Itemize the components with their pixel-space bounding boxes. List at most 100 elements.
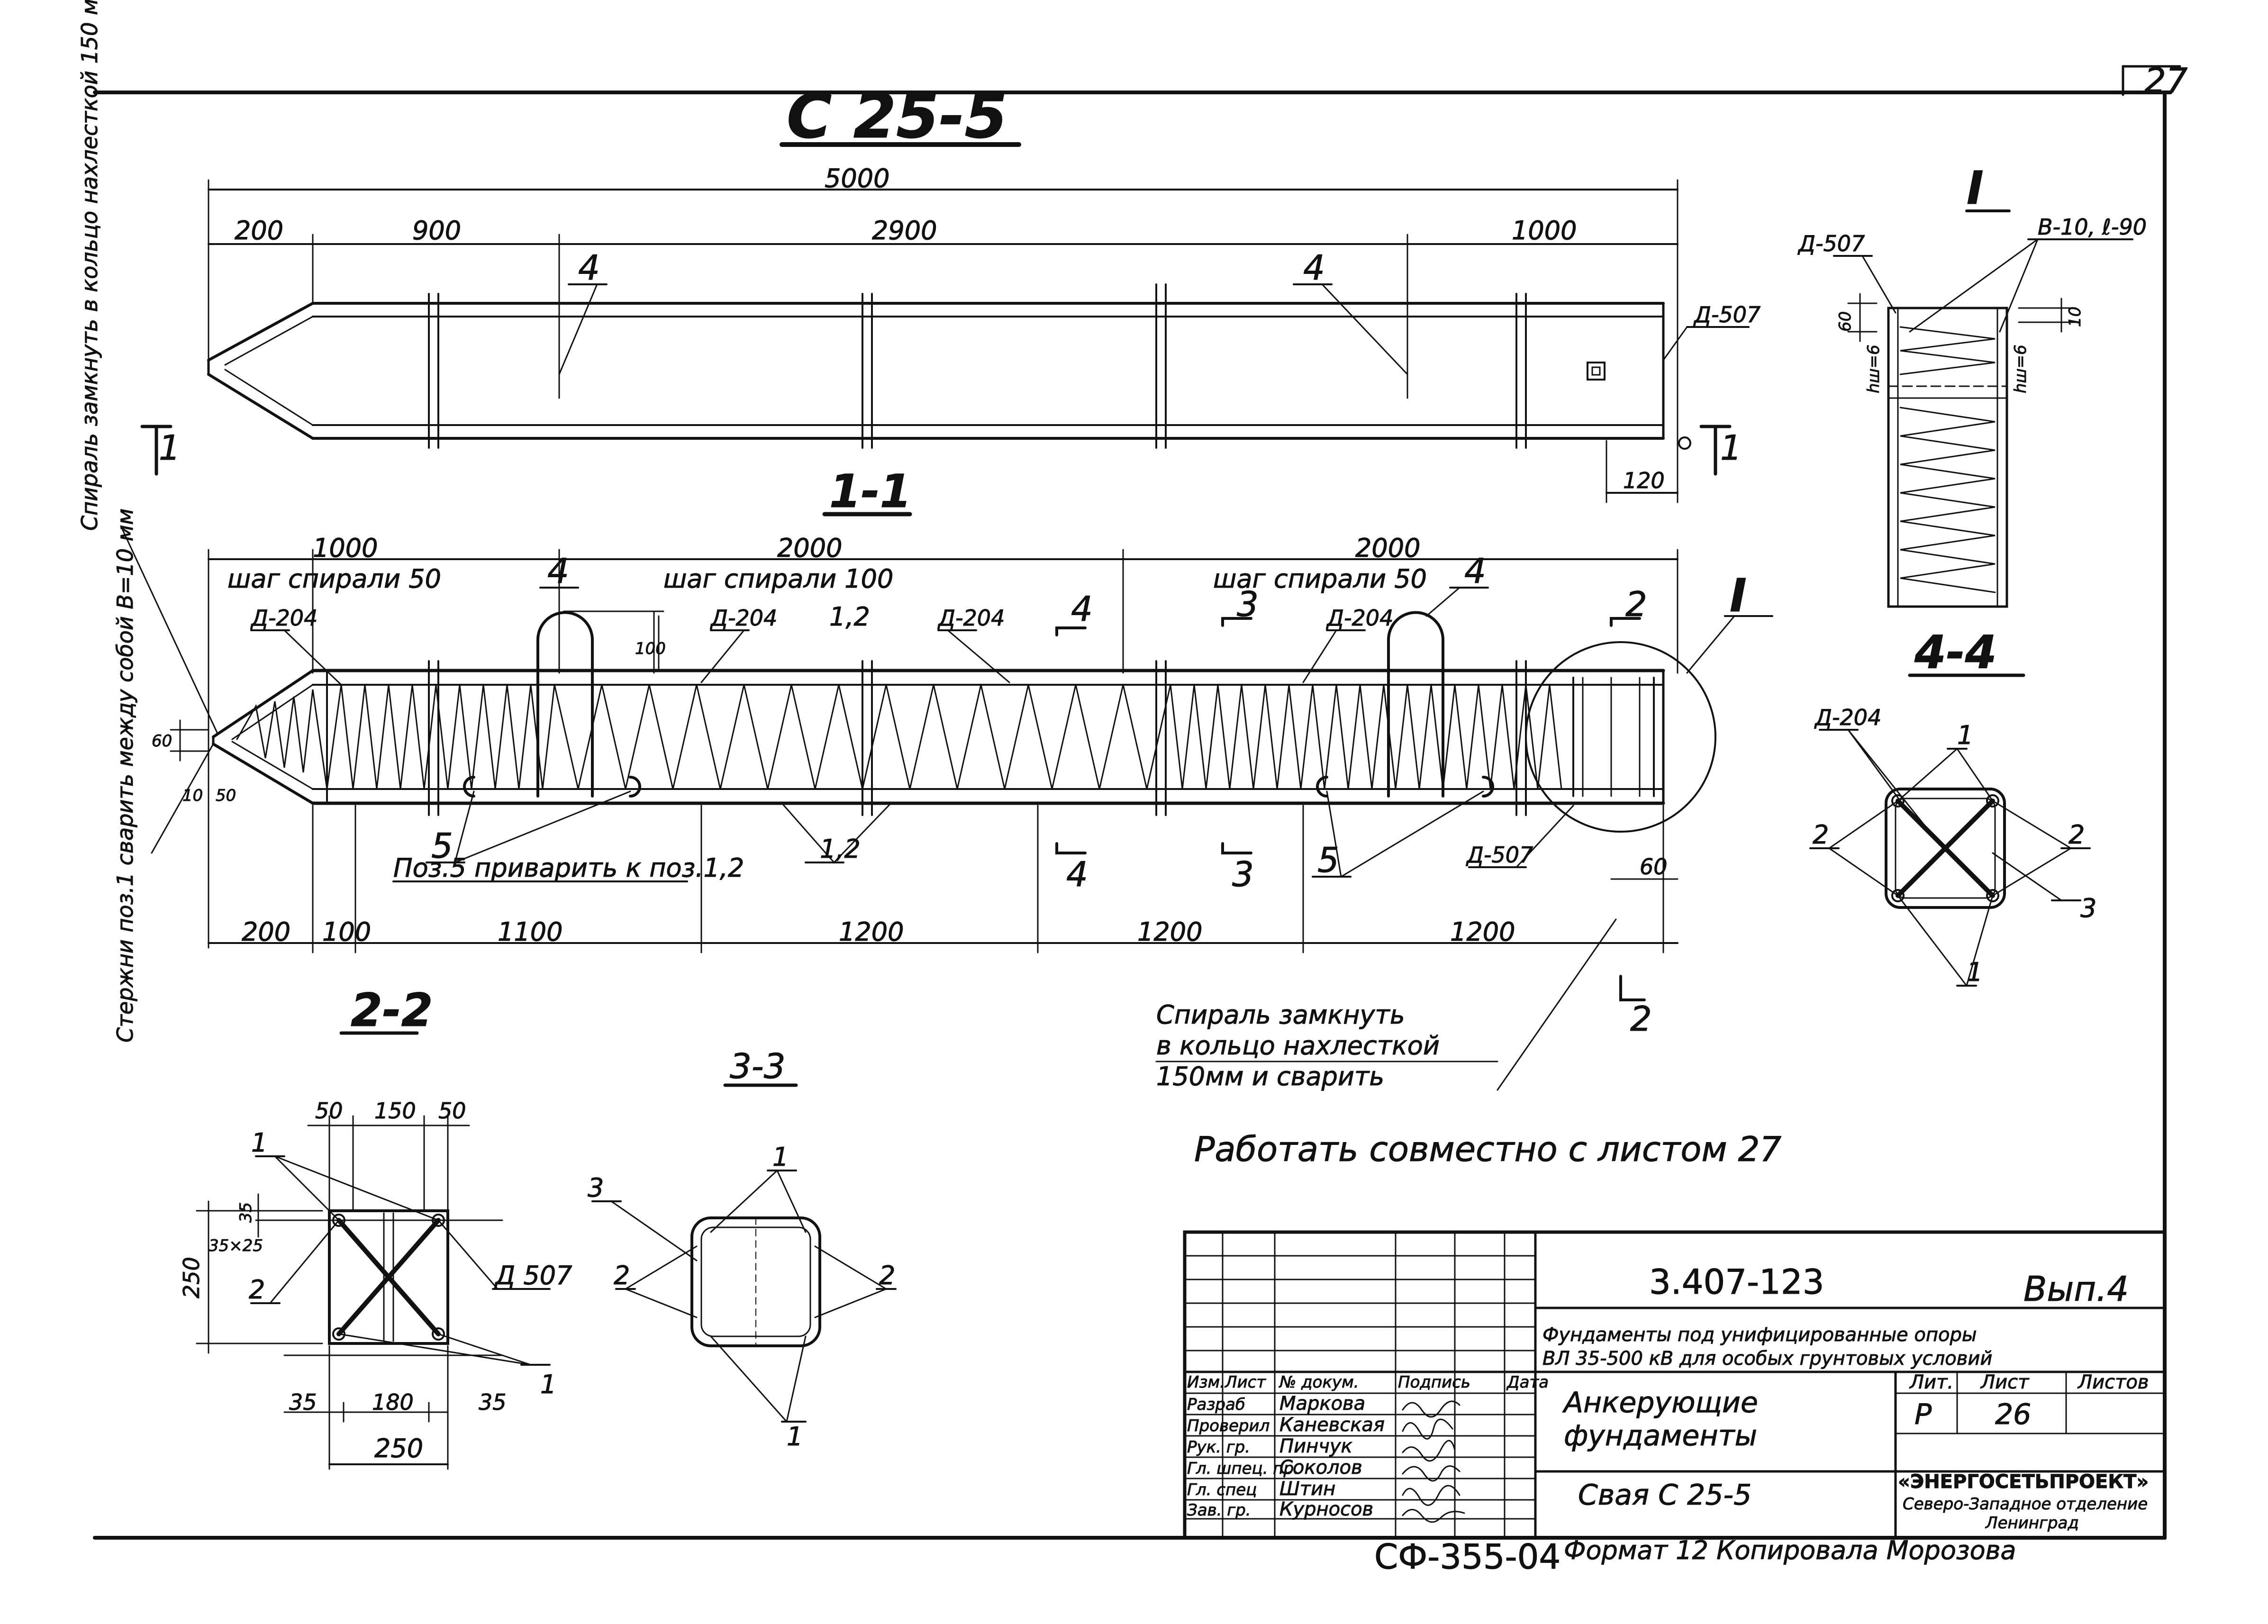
- s11-bdim-1100: 1100: [498, 917, 562, 947]
- top-dim-1000: 1000: [1512, 216, 1577, 245]
- s11-tip-dim-60: 60: [152, 732, 172, 751]
- s11-pos-12-bottom: 1,2: [820, 834, 861, 864]
- tb-sheets-head: Листов: [2077, 1371, 2149, 1393]
- drawing-title: С 25-5: [787, 80, 1007, 152]
- s11-dim-2000b: 2000: [1355, 533, 1420, 563]
- left-note-spiral: Спираль замкнуть в кольцо нахлесткой 150…: [77, 0, 102, 531]
- detail-I-dim10: 10: [2066, 307, 2085, 327]
- tb-head-doc: № докум.: [1279, 1373, 1359, 1392]
- tb-lit-head: Лит.: [1909, 1371, 1953, 1393]
- tb-role-4: Гл. спец: [1187, 1480, 1257, 1499]
- s44-d204: Д-204: [1814, 705, 1881, 730]
- s44-pos-2-left: 2: [1813, 820, 1829, 850]
- tb-name-2: Пинчук: [1279, 1435, 1352, 1457]
- tb-name-block-2: фундаменты: [1564, 1419, 1757, 1452]
- tb-role-0: Разраб: [1187, 1395, 1245, 1414]
- top-dim-2900: 2900: [872, 216, 937, 245]
- tb-name-3: Соколов: [1279, 1457, 1362, 1479]
- s11-pitch-1: шаг спирали 50: [227, 564, 441, 594]
- s11-d204-3: Д-204: [937, 605, 1005, 631]
- detail-I: [1833, 209, 2133, 608]
- s11-pitch-2: шаг спирали 100: [663, 564, 893, 594]
- s22-bottom-180: 180: [372, 1389, 414, 1415]
- s22-bottom-35b: 35: [479, 1389, 507, 1415]
- tb-code: 3.407-123: [1649, 1262, 1824, 1302]
- tb-role-5: Зав. гр.: [1187, 1501, 1251, 1520]
- top-dim-200: 200: [235, 216, 283, 245]
- spiral-note-3: 150мм и сварить: [1156, 1061, 1384, 1091]
- tb-name-4: Штин: [1279, 1478, 1335, 1500]
- tb-sheet-head: Лист: [1980, 1371, 2030, 1393]
- s11-cut-3-top: 3: [1237, 584, 1259, 624]
- top-pos-4-left: 4: [578, 248, 600, 288]
- section-2-2-label: 2-2: [351, 984, 433, 1037]
- footer-note: Формат 12 Копировала Морозова: [1564, 1535, 2016, 1565]
- s11-d204-4: Д-204: [1326, 605, 1393, 631]
- tb-desc2: ВЛ 35-500 кВ для особых грунтовых услови…: [1542, 1348, 1992, 1370]
- section-3-3-label: 3-3: [730, 1046, 786, 1086]
- tb-org3: Ленинград: [1985, 1514, 2079, 1533]
- section-1-1: [170, 512, 1773, 1091]
- top-view: [140, 179, 1750, 503]
- format-note: СФ-355-04: [1374, 1537, 1560, 1577]
- s44-pos-3: 3: [2080, 893, 2096, 923]
- s33-pos-2-left: 2: [614, 1261, 630, 1290]
- detail-I-dim60: 60: [1836, 311, 1855, 332]
- s11-bdim-1200b: 1200: [1137, 917, 1202, 947]
- s22-d507: Д 507: [494, 1261, 572, 1290]
- tb-lit: Р: [1914, 1398, 1932, 1431]
- tb-drawing: Свая С 25-5: [1578, 1479, 1751, 1512]
- tb-org2: Северо-Западное отделение: [1903, 1495, 2148, 1514]
- section-2-2: [196, 1031, 551, 1470]
- left-note-bars: Стержни поз.1 сварить между собой В=10 м…: [112, 508, 138, 1043]
- s11-cut-4-bottom: 4: [1066, 854, 1088, 894]
- top-dim-900: 900: [412, 216, 461, 245]
- top-tip-dim: 120: [1623, 468, 1665, 493]
- tb-head-list: Лист: [1224, 1373, 1266, 1392]
- s11-bdim-200: 200: [242, 917, 290, 947]
- tb-name-1: Каневская: [1279, 1414, 1385, 1436]
- spiral-note-2: в кольцо нахлесткой: [1156, 1031, 1440, 1061]
- detail-I-weld: В-10, ℓ-90: [2038, 214, 2147, 240]
- tb-role-2: Рук. гр.: [1187, 1438, 1250, 1457]
- tb-name-0: Маркова: [1279, 1393, 1365, 1415]
- tb-head-date: Дата: [1506, 1373, 1549, 1392]
- tb-role-3: Гл. шпец. пр.: [1187, 1459, 1299, 1478]
- spiral-note-1: Спираль замкнуть: [1156, 1000, 1405, 1030]
- s22-top-50b: 50: [438, 1098, 466, 1124]
- s11-weld-note: Поз.5 приварить к поз.1,2: [393, 853, 744, 883]
- s22-left-35: 35: [236, 1202, 255, 1223]
- s11-pos-5b: 5: [1317, 840, 1339, 880]
- s44-pos-2-right: 2: [2068, 820, 2085, 850]
- tb-head-sign: Подпись: [1398, 1373, 1470, 1392]
- tb-head-izm: Изм.: [1187, 1373, 1225, 1392]
- page-number: 27: [2144, 61, 2188, 100]
- s11-d204-2: Д-204: [710, 605, 777, 631]
- cut-mark-1-right: 1: [1720, 428, 1742, 468]
- work-note: Работать совместно с листом 27: [1194, 1129, 1781, 1169]
- section-4-4: [1809, 673, 2091, 987]
- tb-issue: Вып.4: [2023, 1269, 2129, 1309]
- s33-pos-1-top: 1: [772, 1142, 789, 1172]
- s11-loop-dim: 100: [635, 639, 666, 658]
- s22-chamfer: 35×25: [209, 1236, 263, 1255]
- cut-mark-1-left: 1: [159, 428, 181, 468]
- s11-cut-2-top: 2: [1625, 584, 1647, 624]
- s11-cut-4-top: 4: [1071, 589, 1093, 629]
- s22-pos-1-top: 1: [251, 1128, 267, 1158]
- s22-pos-1-right: 1: [540, 1370, 556, 1399]
- tb-name-block-1: Анкерующие: [1562, 1386, 1758, 1419]
- detail-I-hw1: hш=6: [1864, 345, 1883, 393]
- s11-pos-4a: 4: [547, 551, 569, 591]
- s11-d507: Д-507: [1466, 842, 1533, 868]
- s11-end-dim: 60: [1640, 854, 1668, 880]
- s11-d204-1: Д-204: [250, 605, 318, 631]
- detail-I-hw2: hш=6: [2011, 345, 2030, 393]
- top-pos-4-right: 4: [1303, 248, 1325, 288]
- s44-pos-1-top: 1: [1957, 720, 1973, 750]
- s11-dim-2000a: 2000: [777, 533, 842, 563]
- s11-pos-4b: 4: [1464, 551, 1486, 591]
- section-4-4-label: 4-4: [1914, 626, 1996, 679]
- section-1-1-label: 1-1: [829, 465, 911, 518]
